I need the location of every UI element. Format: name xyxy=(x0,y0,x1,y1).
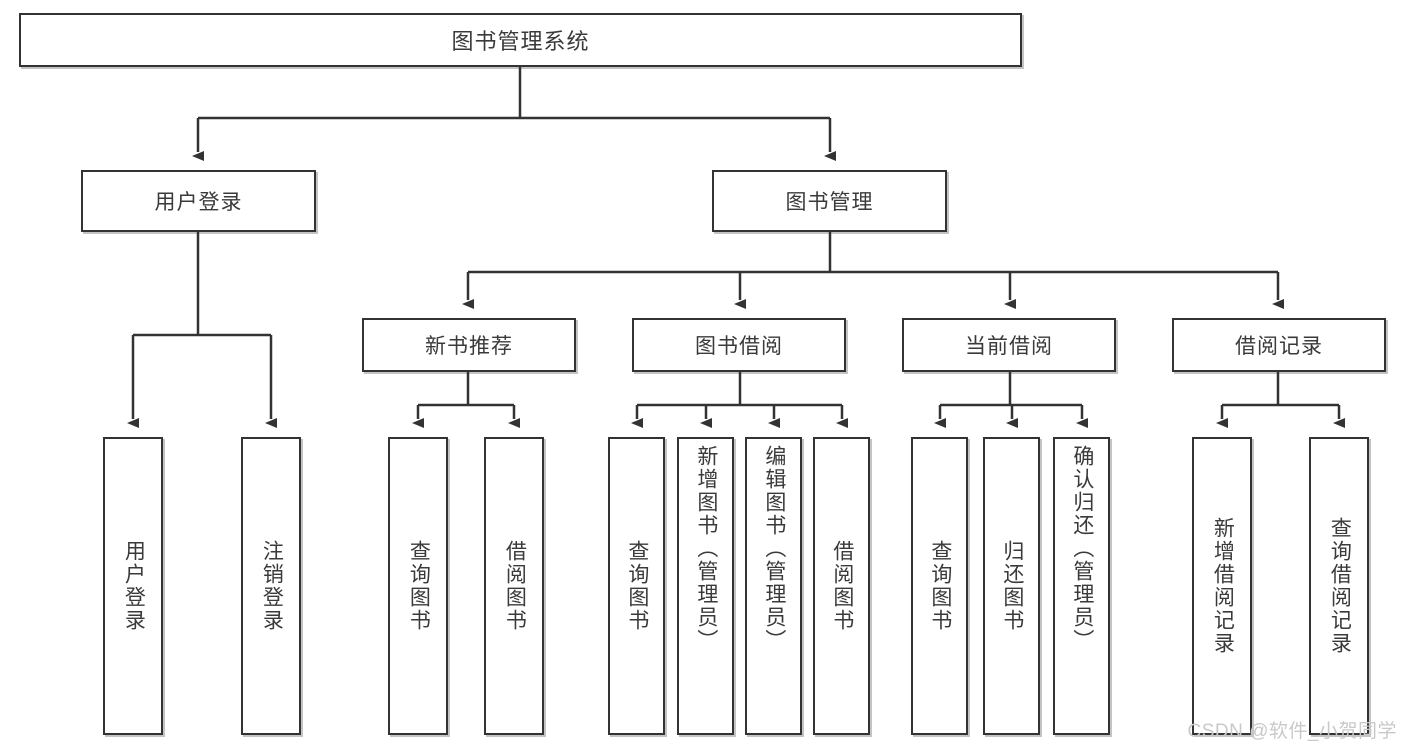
leaf-label: 用户登录 xyxy=(122,540,146,632)
leaf-label: 新增借阅记录 xyxy=(1211,517,1235,655)
leaf-borrow-books-recommend[interactable]: 借阅图书 xyxy=(484,437,544,735)
node-root-title[interactable]: 图书管理系统 xyxy=(19,13,1022,67)
node-book-borrow-label: 图书借阅 xyxy=(695,335,783,358)
csdn-watermark: CSDN @软件_小贺同学 xyxy=(1187,721,1397,742)
leaf-logout[interactable]: 注销登录 xyxy=(241,437,301,735)
leaf-add-book-admin[interactable]: 新增图书（管理员） xyxy=(677,437,734,735)
node-borrow-records[interactable]: 借阅记录 xyxy=(1172,318,1386,372)
leaf-query-books-borrow[interactable]: 查询图书 xyxy=(608,437,665,735)
leaf-add-borrow-record[interactable]: 新增借阅记录 xyxy=(1192,437,1252,735)
leaf-label: 借阅图书 xyxy=(503,540,527,632)
leaf-query-books-current[interactable]: 查询图书 xyxy=(911,437,968,735)
leaf-label: 新增图书（管理员） xyxy=(694,445,718,652)
node-new-book-recommend[interactable]: 新书推荐 xyxy=(362,318,576,372)
node-user-login[interactable]: 用户登录 xyxy=(81,170,316,232)
leaf-label: 查询图书 xyxy=(625,540,649,632)
leaf-confirm-return-admin[interactable]: 确认归还（管理员） xyxy=(1053,437,1110,735)
leaf-query-borrow-record[interactable]: 查询借阅记录 xyxy=(1309,437,1369,735)
leaf-label: 查询图书 xyxy=(928,540,952,632)
node-current-borrow-label: 当前借阅 xyxy=(965,335,1053,358)
leaf-edit-book-admin[interactable]: 编辑图书（管理员） xyxy=(745,437,802,735)
leaf-query-books-recommend[interactable]: 查询图书 xyxy=(388,437,448,735)
node-book-borrow[interactable]: 图书借阅 xyxy=(632,318,846,372)
leaf-label: 编辑图书（管理员） xyxy=(762,445,786,652)
leaf-label: 归还图书 xyxy=(1000,540,1024,632)
leaf-label: 查询图书 xyxy=(407,540,431,632)
leaf-label: 查询借阅记录 xyxy=(1328,517,1352,655)
leaf-borrow-book[interactable]: 借阅图书 xyxy=(813,437,870,735)
node-root-label: 图书管理系统 xyxy=(451,29,590,54)
node-book-management[interactable]: 图书管理 xyxy=(712,170,947,232)
leaf-label: 确认归还（管理员） xyxy=(1070,445,1094,652)
leaf-return-book[interactable]: 归还图书 xyxy=(983,437,1040,735)
leaf-user-login[interactable]: 用户登录 xyxy=(103,437,163,735)
node-user-login-label: 用户登录 xyxy=(154,191,243,214)
node-new-book-recommend-label: 新书推荐 xyxy=(425,335,513,358)
node-book-management-label: 图书管理 xyxy=(785,191,874,214)
leaf-label: 注销登录 xyxy=(260,540,284,632)
node-borrow-records-label: 借阅记录 xyxy=(1235,335,1323,358)
node-current-borrow[interactable]: 当前借阅 xyxy=(902,318,1116,372)
leaf-label: 借阅图书 xyxy=(830,540,854,632)
